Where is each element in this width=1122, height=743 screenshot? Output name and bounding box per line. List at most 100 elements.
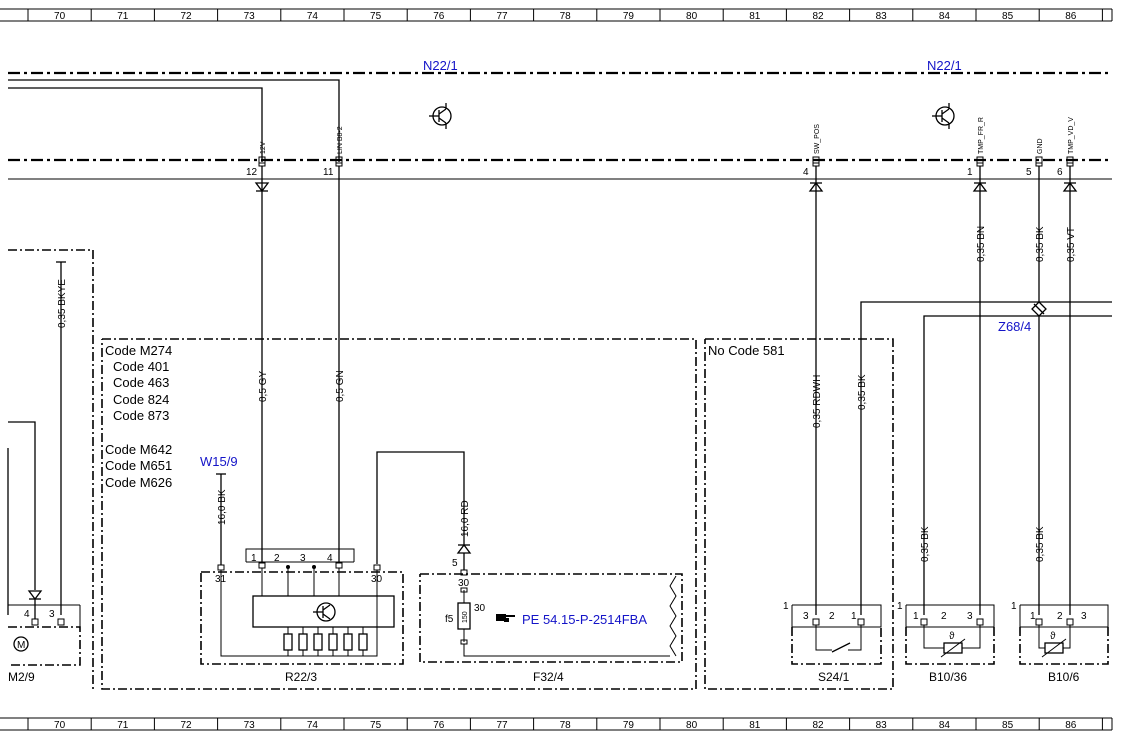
pin-b106-2: 2	[1057, 611, 1063, 622]
pin-name-gnd: GND	[1037, 138, 1044, 154]
wire-label-bk-s24: 0,35 BK	[857, 374, 868, 410]
code-box-m274: Code M274 Code 401 Code 463 Code 824 Cod…	[101, 338, 697, 690]
grid-column-label: 74	[307, 720, 319, 731]
pin-r22-2: 2	[274, 553, 280, 564]
component-m2: 4 3 M M2/9	[8, 249, 94, 689]
grid-column-label: 83	[876, 11, 888, 22]
grid-column-label: 79	[623, 720, 635, 731]
pin-m2-3: 3	[49, 609, 55, 620]
grid-column-label: 83	[876, 720, 888, 731]
pe-reference: PE 54.15-P-2514FBA	[522, 612, 647, 627]
motor-icon: M	[13, 636, 29, 652]
grid-column-label: 72	[180, 11, 192, 22]
pin-s24-2: 2	[829, 611, 835, 622]
pin-b1036-1b: 1	[913, 611, 919, 622]
pin-s24-1a: 1	[783, 601, 789, 612]
wire-labels: 0,35 BKYE 0,5 GY 0,5 GN 16,0 BK 16,0 RD …	[57, 226, 1077, 562]
wire-label-gy: 0,5 GY	[258, 371, 269, 402]
pin-r22-3: 3	[300, 553, 306, 564]
grid-column-label: 86	[1065, 11, 1077, 22]
pin-b106-3: 3	[1081, 611, 1087, 622]
pin-s24-3: 3	[803, 611, 809, 622]
pin-s24-1b: 1	[851, 611, 857, 622]
grid-column-label: 85	[1002, 11, 1014, 22]
grid-column-label: 84	[939, 720, 951, 731]
code-401: Code 401	[113, 359, 169, 374]
component-b1036: 1 1 2 3 ϑ B10/36	[897, 601, 995, 684]
component-label-b1036: B10/36	[929, 670, 967, 684]
code-463: Code 463	[113, 375, 169, 390]
svg-text:M: M	[17, 640, 25, 651]
splice-label-z68: Z68/4	[998, 319, 1031, 334]
pin-num-12: 12	[246, 167, 258, 178]
code-m626: Code M626	[105, 475, 172, 490]
grid-column-label: 79	[623, 11, 635, 22]
component-r22: 1 2 3 4 31 30	[200, 548, 404, 684]
grid-column-label: 81	[749, 720, 761, 731]
grid-column-label: 76	[433, 11, 445, 22]
component-label-s24: S24/1	[818, 670, 850, 684]
heating-resistors	[220, 570, 378, 657]
grid-column-label: 71	[117, 11, 129, 22]
grid-column-label: 75	[370, 11, 382, 22]
transistor-icon	[932, 103, 955, 129]
grid-column-label: 73	[244, 11, 256, 22]
module-label-n22-left: N22/1	[423, 58, 458, 73]
wires	[7, 166, 1112, 615]
pin-name-sw-pos: SW_POS	[814, 124, 821, 154]
wire-label-vt: 0,35 VT	[1066, 227, 1077, 262]
connector-arrows	[254, 181, 1078, 193]
component-label-f32: F32/4	[533, 670, 564, 684]
pin-name-tmp-fr-r: TMP_FR_R	[978, 117, 985, 154]
pin-m2-4: 4	[24, 609, 30, 620]
grid-column-label: 75	[370, 720, 382, 731]
pin-b106-1a: 1	[1011, 601, 1017, 612]
component-label-r22: R22/3	[285, 670, 317, 684]
pin-num-6: 6	[1057, 167, 1063, 178]
transistor-icon	[313, 602, 336, 622]
fuse-label-f5: f5	[445, 614, 454, 625]
grid-column-label: 70	[54, 720, 66, 731]
splice-z68: Z68/4	[998, 301, 1047, 334]
code-m274: Code M274	[105, 343, 172, 358]
code-m642: Code M642	[105, 442, 172, 457]
wire-label-rdwh: 0,35 RDWH	[812, 375, 823, 428]
component-label-b106: B10/6	[1048, 670, 1080, 684]
pin-b1036-1a: 1	[897, 601, 903, 612]
pin-f32-30a: 30	[458, 578, 470, 589]
module-label-n22-right: N22/1	[927, 58, 962, 73]
grid-column-label: 80	[686, 11, 698, 22]
pin-name-lin: LIN B8-2	[337, 126, 344, 154]
grid-column-label: 74	[307, 11, 319, 22]
ground-ref-w15: W15/9	[200, 454, 238, 469]
code-box-no581: No Code 581	[704, 338, 894, 690]
grid-column-label: 82	[812, 720, 824, 731]
wire-label-bn: 0,35 BN	[976, 226, 987, 262]
grid-column-label: 80	[686, 720, 698, 731]
pin-num-11: 11	[323, 167, 334, 178]
wire-label-bk-gnd: 0,35 BK	[1035, 226, 1046, 262]
pin-num-1: 1	[967, 167, 973, 178]
grid-column-label: 72	[180, 720, 192, 731]
pin-b1036-3: 3	[967, 611, 973, 622]
wire-label-bk-b106: 0,35 BK	[1035, 526, 1046, 562]
component-label-m2: M2/9	[8, 670, 35, 684]
code-m651: Code M651	[105, 458, 172, 473]
wire-label-rd16: 16,0 RD	[460, 500, 471, 537]
pin-r22-4: 4	[327, 553, 333, 564]
grid-column-label: 82	[812, 11, 824, 22]
grid-column-label: 81	[749, 11, 761, 22]
connector-pins: 12V 12 LIN B8-2 11 SW_POS 4 TMP_FR_R 1 G…	[246, 117, 1075, 178]
grid-column-label: 77	[496, 720, 508, 731]
wire-label-bkye: 0,35 BKYE	[57, 279, 68, 328]
grid-column-label: 71	[117, 720, 129, 731]
grid-column-label: 86	[1065, 720, 1077, 731]
grid-column-label: 77	[496, 11, 508, 22]
pin-f32-30b: 30	[474, 603, 486, 614]
pin-r22-1: 1	[251, 553, 257, 564]
pin-name-tmp-vd-v: TMP_VD_V	[1068, 117, 1075, 154]
pin-f32-5: 5	[452, 558, 458, 569]
